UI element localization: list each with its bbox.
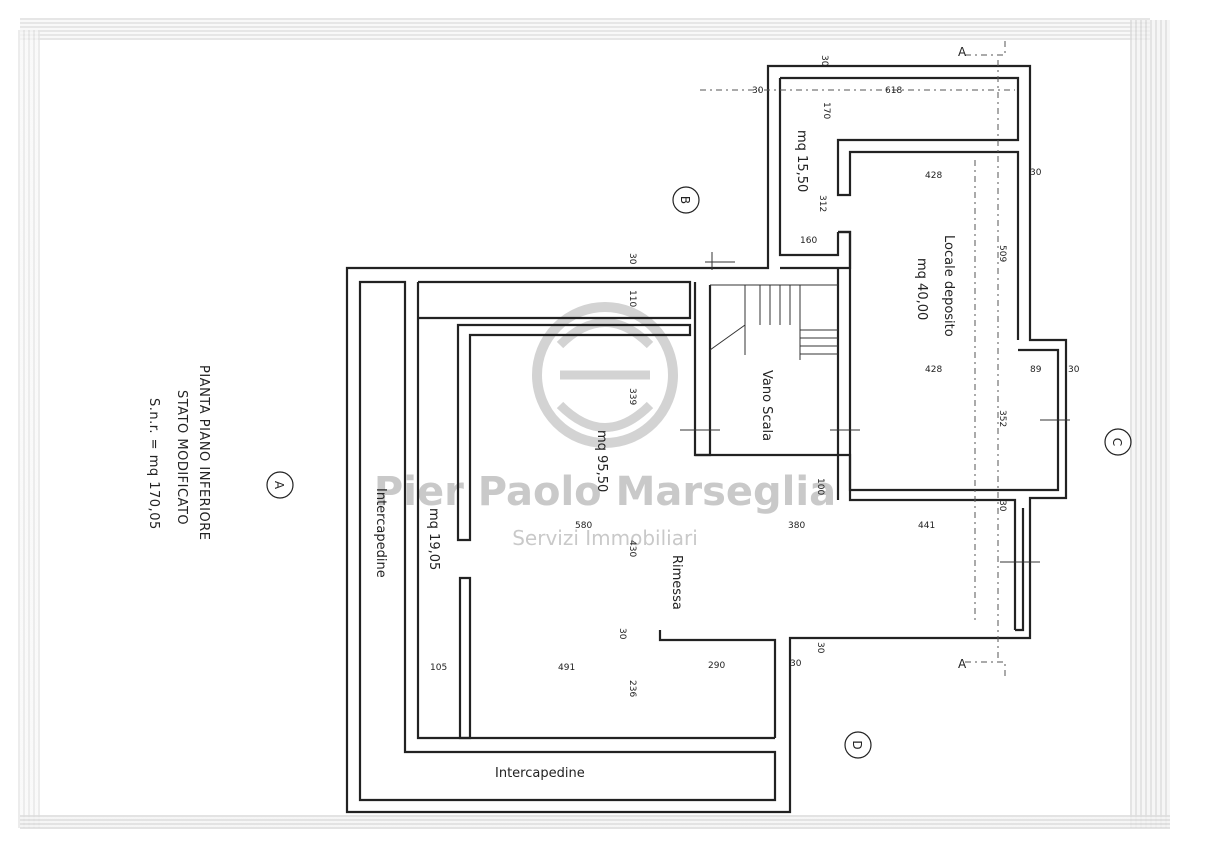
room-area-1550: mq 15,50: [794, 130, 809, 192]
dim-30-right-mid: 30: [1068, 365, 1080, 375]
dim-160: 160: [800, 236, 817, 246]
dim-428-top: 428: [925, 171, 942, 181]
room-labels: mq 15,50 Locale deposito mq 40,00 Vano S…: [373, 130, 956, 781]
marker-b: B: [678, 196, 692, 204]
marker-a-legend: A: [272, 481, 286, 490]
title-line-3: S.n.r. = mq 170,05: [146, 398, 161, 530]
dim-430: 430: [627, 540, 637, 557]
room-intercapedine-horizontal: Intercapedine: [495, 766, 585, 781]
watermark-name: Pier Paolo Marseglia: [374, 469, 836, 515]
title-block: PIANTA PIANO INFERIORE STATO MODIFICATO …: [146, 365, 211, 541]
section-line-top: [965, 40, 1006, 56]
room-locale-deposito: Locale deposito: [941, 235, 956, 337]
room-area-1905: mq 19,05: [426, 508, 441, 570]
marker-a-top: A: [958, 45, 967, 59]
marker-d: D: [850, 740, 864, 749]
watermark-logo-ring: [532, 302, 678, 448]
dim-30-rimessa: 30: [617, 628, 627, 640]
marker-c-circle: [1104, 428, 1132, 456]
scan-edge-bottom: [20, 815, 1170, 829]
inner-wall-left: [416, 282, 775, 740]
dim-100: 100: [815, 478, 825, 495]
marker-d-circle: [844, 731, 872, 759]
marker-b-circle: [672, 186, 700, 214]
scan-edge-left: [18, 30, 40, 828]
room-area-9550: mq 95,50: [594, 430, 609, 492]
upper-block-wall: [780, 76, 1020, 340]
marker-c: C: [1110, 438, 1124, 446]
walls: [345, 64, 1070, 814]
room-rimessa: Rimessa: [669, 555, 684, 610]
dimensions: 30 30 618 170 30 428 312 160 509 30 110 …: [430, 55, 1080, 697]
dim-580: 580: [575, 521, 592, 531]
dim-290: 290: [708, 661, 725, 671]
scan-edge-top: [20, 18, 1150, 40]
rimessa-wall-right: [1015, 508, 1025, 632]
door-ticks: [680, 252, 1070, 563]
room-vano-scala: Vano Scala: [759, 370, 774, 441]
room-intercapedine-vertical: Intercapedine: [373, 488, 388, 578]
watermark-sub: Servizi Immobiliari: [512, 526, 698, 550]
outer-wall: [345, 64, 1068, 814]
title-line-2: STATO MODIFICATO: [174, 390, 189, 525]
scan-edge-right: [1130, 20, 1170, 828]
locale-deposito-wall: [838, 230, 1060, 492]
inner-wall-lower: [458, 576, 472, 740]
staircase: [709, 284, 838, 360]
upper-left-wall: [778, 78, 840, 257]
watermark: Pier Paolo Marseglia Servizi Immobiliari: [374, 302, 836, 550]
dim-170: 170: [821, 102, 831, 119]
intercapedine-wall: [358, 280, 777, 802]
section-markers: A A B C D A: [266, 45, 1132, 759]
dim-428-bottom: 428: [925, 365, 942, 375]
inner-wall-partition: [456, 323, 692, 542]
dim-110: 110: [627, 290, 637, 307]
dim-236: 236: [627, 680, 637, 697]
dim-618: 618: [885, 86, 902, 96]
dim-30-right-lower: 30: [997, 500, 1007, 512]
section-line-bottom: [965, 661, 1006, 678]
dim-352: 352: [997, 410, 1007, 427]
inner-wall-top: [418, 280, 692, 320]
vano-wall-left: [693, 282, 712, 457]
dim-89: 89: [1030, 365, 1042, 375]
rimessa-inner-wall: [658, 630, 777, 738]
section-lines: [700, 40, 1015, 678]
dim-30-mid: 30: [627, 253, 637, 265]
marker-a-circle: [266, 471, 294, 499]
watermark-logo-mark: [556, 318, 654, 432]
dim-491: 491: [558, 663, 575, 673]
dim-105: 105: [430, 663, 447, 673]
dim-380: 380: [788, 521, 805, 531]
room-area-4000: mq 40,00: [914, 258, 929, 320]
dim-312: 312: [817, 195, 827, 212]
dim-509: 509: [997, 245, 1007, 262]
vano-wall-bottom: [695, 453, 1017, 630]
title-line-1: PIANTA PIANO INFERIORE: [196, 365, 211, 541]
dim-339: 339: [627, 388, 637, 405]
dim-30-left-upper: 30: [752, 86, 764, 96]
dim-441: 441: [918, 521, 935, 531]
dim-30-top: 30: [819, 55, 829, 67]
dim-30-right-upper: 30: [1030, 168, 1042, 178]
dim-30-lower: 30: [790, 659, 802, 669]
dim-30-lower-right: 30: [815, 642, 825, 654]
marker-a-bottom: A: [958, 657, 967, 671]
